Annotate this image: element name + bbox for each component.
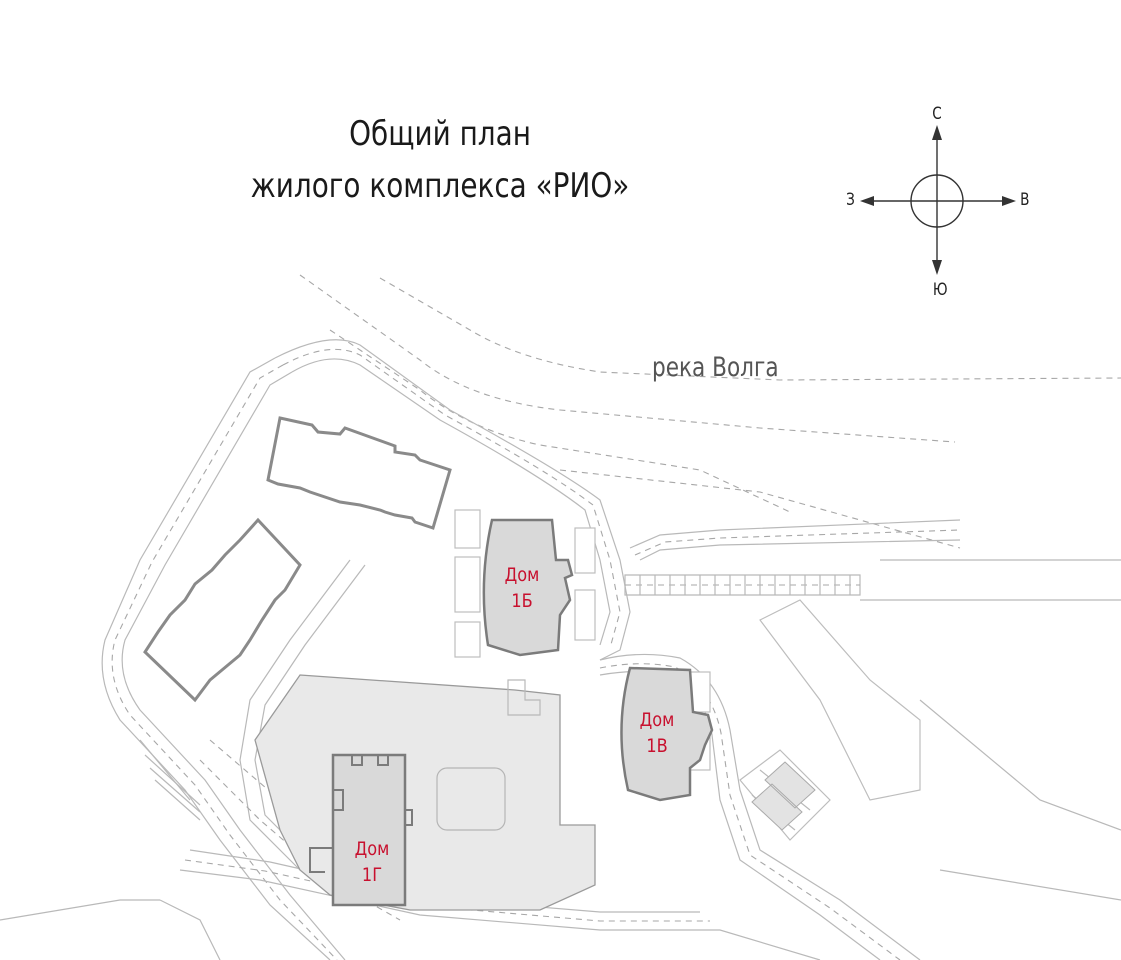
compass-east-label: В	[1020, 190, 1030, 210]
building-north	[266, 416, 452, 530]
plan-title-line2: жилого комплекса «РИО»	[250, 166, 630, 206]
building-1v-label[interactable]: Дом 1В	[627, 707, 687, 759]
podium-courtyard	[436, 767, 506, 831]
podium-entrance	[507, 679, 541, 716]
building-1b-shape	[482, 518, 574, 657]
compass-rose	[860, 125, 1016, 275]
plan-title-line1: Общий план	[349, 114, 531, 154]
plan-title: Общий план жилого комплекса «РИО»	[227, 108, 653, 212]
building-1g-label-line2: 1Г	[361, 864, 383, 886]
building-1v-label-line1: Дом	[639, 709, 675, 731]
building-1b-label-line1: Дом	[504, 564, 540, 586]
building-1g-label-line1: Дом	[354, 838, 390, 860]
compass-north-label: С	[932, 104, 942, 124]
building-1b-label[interactable]: Дом 1Б	[492, 562, 552, 614]
building-1v-label-line2: 1В	[646, 735, 668, 757]
building-1b-label-line2: 1Б	[511, 590, 533, 612]
building-1v-shape	[620, 666, 714, 802]
building-1g-shape	[331, 753, 407, 907]
building-1g-label[interactable]: Дом 1Г	[342, 836, 402, 888]
compass-west-label: З	[846, 190, 855, 210]
podium-area	[254, 674, 596, 911]
compass-south-label: Ю	[932, 280, 948, 300]
building-west	[143, 517, 302, 703]
river-label: река Волга	[652, 352, 779, 383]
